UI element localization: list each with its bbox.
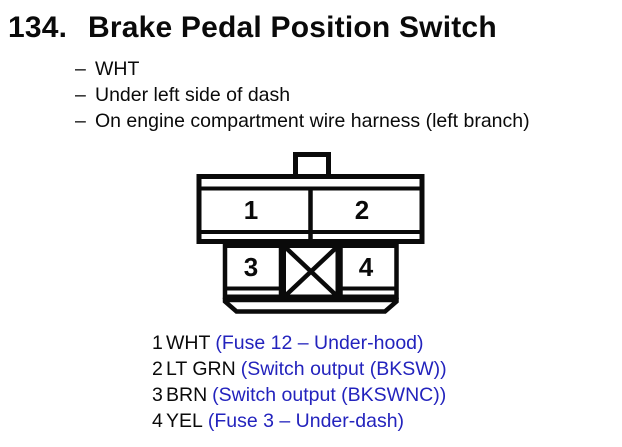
- notes-list: –WHT –Under left side of dash –On engine…: [75, 56, 530, 134]
- pin-label-2: 2: [355, 195, 369, 225]
- legend-note: (Switch output (BKSWNC)): [212, 384, 447, 406]
- latch-tab: [293, 152, 331, 179]
- legend-wire-color: LT GRN: [166, 358, 236, 380]
- note-text: Under left side of dash: [95, 84, 291, 106]
- bottom-band: [222, 297, 399, 314]
- legend-note: (Switch output (BKSW)): [240, 358, 447, 380]
- legend-wire-color: BRN: [166, 384, 208, 406]
- legend-note: (Fuse 3 – Under-dash): [207, 410, 405, 432]
- note-text: WHT: [95, 58, 140, 80]
- note-item: –WHT: [75, 56, 530, 82]
- pin-label-1: 1: [244, 195, 258, 225]
- dash-bullet: –: [75, 58, 86, 80]
- legend-note: (Fuse 12 – Under-hood): [215, 332, 424, 354]
- note-item: –On engine compartment wire harness (lef…: [75, 108, 530, 134]
- section-number: 134.: [8, 11, 68, 44]
- legend-pin-number: 4: [152, 410, 163, 432]
- legend-pin-number: 3: [152, 384, 163, 406]
- pin-label-4: 4: [359, 252, 374, 282]
- legend-pin-number: 2: [152, 358, 163, 380]
- page-title-row: 134. Brake Pedal Position Switch: [0, 11, 622, 47]
- dash-bullet: –: [75, 110, 86, 132]
- legend-pin-number: 1: [152, 332, 163, 354]
- page-title: Brake Pedal Position Switch: [88, 11, 497, 44]
- note-item: –Under left side of dash: [75, 82, 530, 108]
- legend-wire-color: YEL: [166, 410, 203, 432]
- pin-label-3: 3: [244, 252, 258, 282]
- legend-wire-color: WHT: [166, 332, 211, 354]
- keyed-cavity-x-diagonal: [282, 244, 340, 299]
- note-text: On engine compartment wire harness (left…: [95, 110, 530, 132]
- connector-diagram: 1 2 3 4: [186, 140, 436, 324]
- dash-bullet: –: [75, 84, 86, 106]
